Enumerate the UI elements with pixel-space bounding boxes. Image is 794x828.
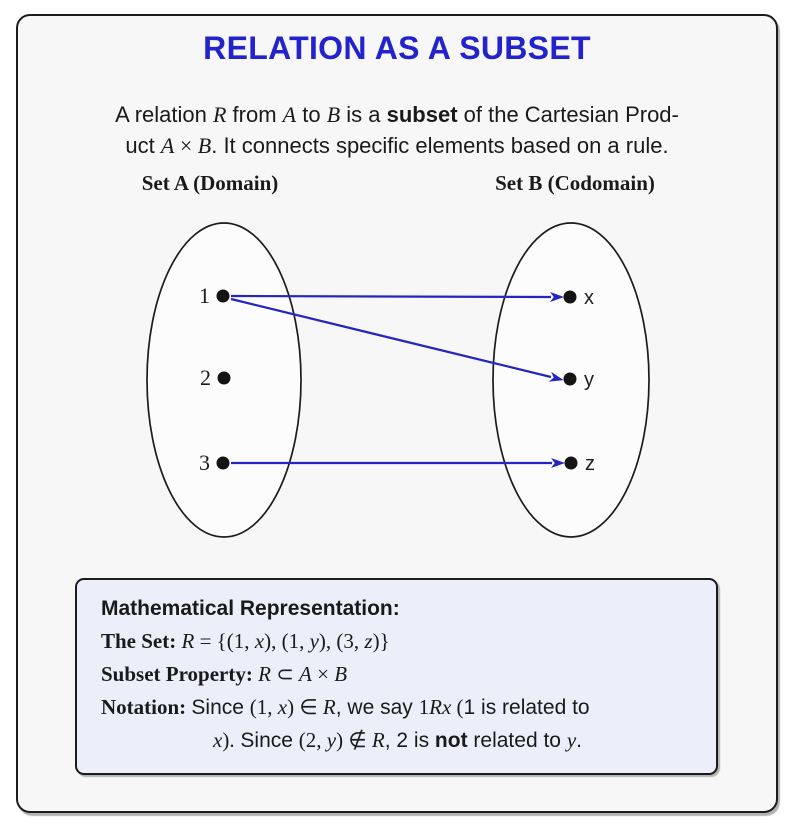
intro-line-2: uct A × B. It connects specific elements…: [125, 133, 669, 158]
element-dot-a-3: [216, 456, 230, 470]
math-box-heading: Mathematical Representation:: [101, 597, 400, 620]
element-dot-b-z: [564, 456, 578, 470]
the-set-line: The Set: R = {(1, x), (1, y), (3, z)}: [101, 629, 390, 653]
notation-line-2: x). Since (2, y) ∉ R, 2 is not related t…: [213, 728, 582, 752]
element-label-a-3: 3: [199, 450, 210, 475]
element-label-a-1: 1: [199, 283, 210, 308]
relation-diagram: 1 2 3 x y z: [146, 222, 650, 538]
element-label-b-x: x: [584, 287, 594, 309]
element-dot-a-1: [216, 289, 230, 303]
notation-line-1: Notation: Since (1, x) ∈ R, we say 1Rx (…: [101, 695, 590, 719]
subset-property-line: Subset Property: R ⊂ A × B: [101, 662, 348, 686]
element-dot-b-x: [563, 290, 577, 304]
math-representation-box: Mathematical Representation: The Set: R …: [75, 578, 718, 775]
page-title: RELATION AS A SUBSET: [203, 30, 591, 66]
relation-arrow-1-x: [230, 291, 564, 302]
element-label-b-z: z: [585, 453, 595, 475]
intro-line-1: A relation R from A to B is a subset of …: [115, 102, 679, 127]
element-dot-a-2: [217, 371, 231, 385]
set-b-label: Set B (Codomain): [495, 171, 655, 195]
element-label-a-2: 2: [200, 365, 211, 390]
relation-arrow-1-y: [230, 297, 564, 382]
intro-text: A relation R from A to B is a subset of …: [0, 99, 794, 161]
set-a-label: Set A (Domain): [141, 171, 279, 195]
element-dot-b-y: [563, 372, 577, 386]
element-label-b-y: y: [584, 369, 594, 391]
